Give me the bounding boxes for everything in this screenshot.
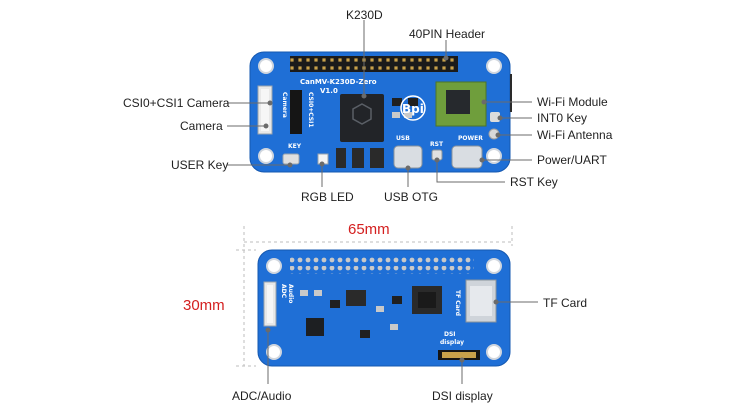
label-rst-key: RST Key (510, 175, 558, 189)
label-k230d: K230D (346, 8, 383, 22)
top-leader-lines (227, 20, 532, 187)
mounting-hole (266, 344, 282, 360)
silk-display: display (440, 339, 464, 346)
label-adc-audio: ADC/Audio (232, 389, 292, 403)
silk-audio: Audio (287, 284, 294, 303)
csi-connector (290, 90, 302, 134)
label-wifi-antenna: Wi-Fi Antenna (537, 128, 613, 142)
silk-tf-card: TF Card (454, 290, 461, 316)
dimension-height: 30mm (183, 297, 225, 314)
mounting-hole (486, 344, 502, 360)
label-camera: Camera (180, 119, 223, 133)
label-dsi-display: DSI display (432, 389, 493, 403)
label-int0-key: INT0 Key (537, 111, 588, 125)
label-tf-card: TF Card (543, 296, 588, 310)
dimension-lines (236, 226, 513, 367)
power-uart-port (451, 145, 483, 169)
silk-csi: CSI0+CSI1 (307, 92, 314, 128)
bpi-logo: Bpi (400, 95, 426, 121)
k230d-chip (340, 94, 384, 142)
silk-key: KEY (288, 143, 302, 150)
silk-rst: RST (430, 141, 444, 148)
label-user-key: USER Key (171, 158, 229, 172)
silk-usb: USB (396, 135, 410, 142)
silk-board-name: CanMV-K230D-Zero (300, 78, 377, 86)
label-pin-header: 40PIN Header (409, 27, 486, 41)
silk-camera: Camera (281, 92, 288, 118)
silk-power: POWER (458, 135, 483, 142)
mounting-hole (266, 258, 282, 274)
label-rgb-led: RGB LED (301, 190, 354, 204)
bottom-board: ADC Audio TF Card DSI display (257, 249, 511, 367)
label-wifi-module: Wi-Fi Module (537, 95, 608, 109)
mounting-hole (486, 58, 502, 74)
label-usb-otg: USB OTG (384, 190, 439, 204)
silk-adc: ADC (280, 284, 287, 299)
label-power-uart: Power/UART (537, 153, 607, 167)
mounting-hole (486, 258, 502, 274)
int0-key (490, 112, 500, 122)
top-board: CanMV-K230D-Zero V1.0 Camera CSI0+CSI1 B… (249, 51, 512, 173)
silk-dsi: DSI (444, 331, 456, 338)
audio-codec-chip (306, 318, 324, 336)
pin-header-40 (290, 56, 458, 72)
header-pads-row-2 (290, 266, 474, 274)
mounting-hole (258, 148, 274, 164)
silk-version: V1.0 (320, 87, 338, 95)
header-pads-row-1 (290, 256, 474, 264)
usb-otg-port (393, 145, 423, 169)
svg-text:Bpi: Bpi (402, 102, 424, 116)
bottom-leader-lines (265, 299, 538, 384)
dimension-width: 65mm (348, 221, 390, 238)
user-key (282, 153, 300, 165)
mounting-hole (486, 148, 502, 164)
label-csi-camera: CSI0+CSI1 Camera (123, 96, 230, 110)
mounting-hole (258, 58, 274, 74)
